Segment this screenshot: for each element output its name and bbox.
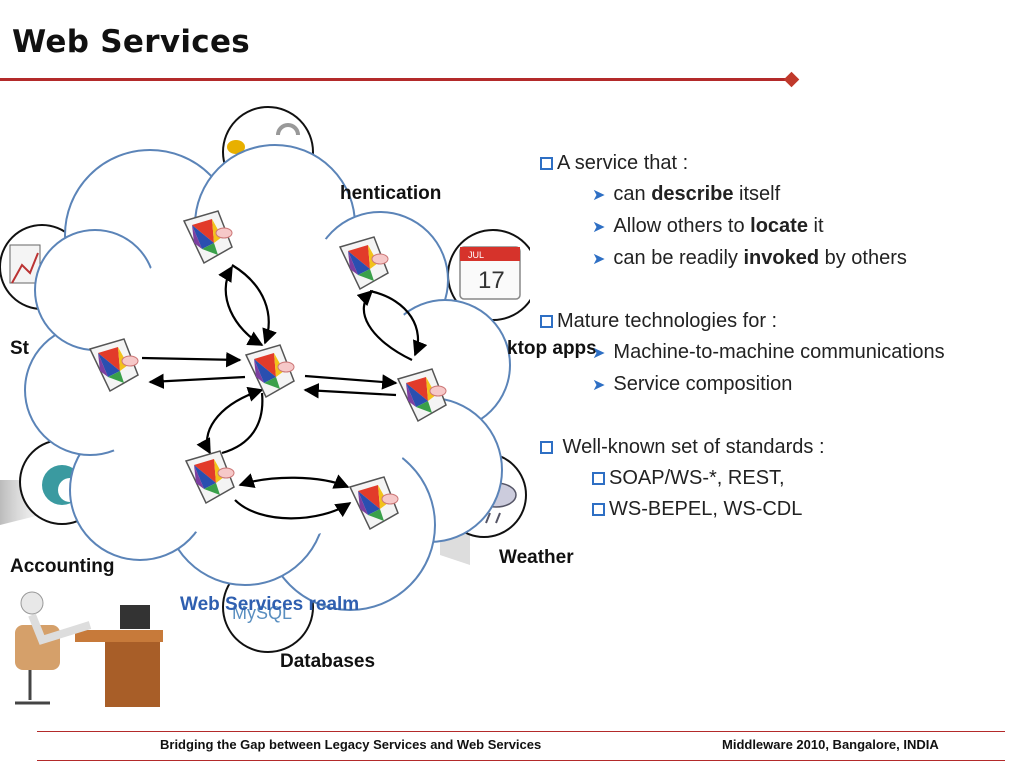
- arrow-bullet-icon: ➤: [592, 377, 606, 394]
- bullet-item: A service that :: [540, 148, 1020, 179]
- sub-bullet-item: ➤Machine-to-machine communications: [592, 337, 1024, 369]
- web-services-realm-cloud: [24, 144, 511, 611]
- man-at-desk-illustration: [10, 587, 165, 715]
- title-diamond: [783, 71, 800, 88]
- diagram-canvas: JUL 17 MySQL: [0, 106, 530, 715]
- authentication-label: hentication: [340, 183, 442, 204]
- square-bullet-icon: [540, 157, 553, 170]
- footer-left-text: Bridging the Gap between Legacy Services…: [160, 737, 542, 752]
- calendar-day: 17: [478, 267, 505, 294]
- square-bullet-icon: [540, 315, 553, 328]
- web-services-diagram: JUL 17 MySQL: [0, 95, 597, 725]
- footer-rule-top: [37, 731, 1005, 732]
- sub-bullet-item: ➤Allow others to locate it: [592, 211, 1024, 243]
- sub-bullet-item: WS-BEPEL, WS-CDL: [592, 494, 1024, 525]
- footer-rule-bottom: [37, 760, 1005, 761]
- weather-label: Weather: [499, 547, 574, 568]
- arrow-bullet-icon: ➤: [592, 219, 606, 236]
- square-bullet-icon: [540, 441, 553, 454]
- footer-right-text: Middleware 2010, Bangalore, INDIA: [722, 737, 939, 752]
- bullet-list: A service that : ➤can describe itself ➤A…: [540, 148, 1020, 525]
- arrow-bullet-icon: ➤: [592, 251, 606, 268]
- sub-bullet-item: ➤can describe itself: [592, 179, 1024, 211]
- slide-title: Web Services: [12, 24, 251, 60]
- mysql-logo: MySQL: [232, 603, 292, 623]
- sub-bullet-item: SOAP/WS-*, REST,: [592, 463, 1024, 494]
- key-icon: [227, 140, 245, 154]
- square-bullet-icon: [592, 503, 605, 516]
- bullet-item: Mature technologies for :: [540, 306, 1020, 337]
- sub-bullet-item: ➤Service composition: [592, 369, 1024, 401]
- sub-bullet-item: ➤can be readily invoked by others: [592, 243, 1024, 275]
- arrow-bullet-icon: ➤: [592, 345, 606, 362]
- bullet-item: Well-known set of standards :: [540, 432, 1020, 463]
- desktop-apps-node: JUL 17: [447, 229, 530, 321]
- accounting-label: Accounting: [10, 556, 115, 577]
- title-underline: [0, 78, 792, 81]
- web-services-realm-label: Web Services realm: [180, 594, 360, 615]
- databases-label: Databases: [280, 651, 376, 672]
- desktop-apps-label: ktop apps: [507, 338, 597, 359]
- square-bullet-icon: [592, 472, 605, 485]
- calendar-month: JUL: [468, 250, 484, 260]
- service-connections: [141, 264, 428, 520]
- arrow-bullet-icon: ➤: [592, 187, 606, 204]
- storage-label: St: [10, 338, 29, 359]
- lock-icon: [276, 123, 300, 136]
